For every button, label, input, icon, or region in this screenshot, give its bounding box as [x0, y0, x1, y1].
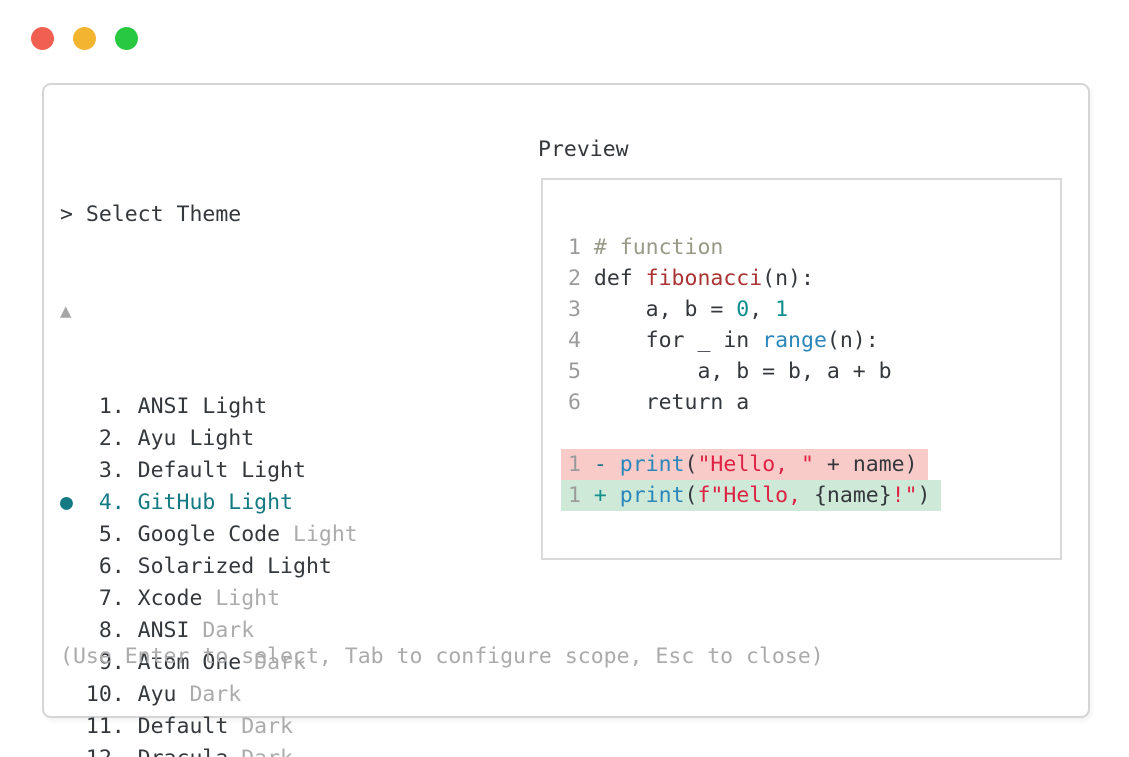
theme-item-github-light[interactable]: ● 4. GitHub Light — [60, 487, 358, 519]
theme-item-default-light[interactable]: 3. Default Light — [60, 455, 358, 487]
theme-item-variant-muted: Light — [202, 586, 281, 611]
theme-item-number: 12. — [86, 746, 138, 757]
theme-item-variant-muted: Dark — [189, 618, 255, 643]
code-line: 2 def fibonacci(n): — [568, 266, 814, 291]
theme-item-name: Default — [137, 714, 229, 739]
diff-line-removed: 1 - print("Hello, " + name) — [561, 449, 928, 480]
theme-item-number: 9. — [85, 650, 138, 675]
preview-box: 1 # function 2 def fibonacci(n): 3 a, b = … — [541, 178, 1062, 560]
theme-item-number: 5. — [85, 522, 138, 547]
theme-item-name: GitHub Light — [137, 490, 294, 515]
theme-item-name: Atom One — [137, 650, 242, 675]
theme-item-solarized-light[interactable]: 6. Solarized Light — [60, 551, 358, 583]
bullet-spacer — [60, 618, 86, 643]
code-line: 4 for _ in range(n): — [568, 328, 879, 353]
theme-item-variant-muted: Dark — [241, 650, 306, 675]
code-line: 6 return a — [568, 390, 750, 415]
theme-picker-window: > Select Theme ▲ 1. ANSI Light 2. Ayu Li… — [42, 83, 1090, 757]
theme-item-xcode[interactable]: 7. Xcode Light — [60, 583, 358, 615]
theme-item-variant-muted: Dark — [228, 746, 293, 757]
footer-hint: (Use Enter to select, Tab to configure s… — [60, 644, 824, 669]
theme-item-variant-muted: Dark — [176, 682, 242, 707]
theme-item-name: ANSI Light — [137, 394, 268, 419]
theme-item-number: 10. — [85, 682, 138, 707]
bullet-spacer — [60, 426, 86, 451]
code-line: 3 a, b = 0, 1 — [568, 297, 789, 322]
bullet-spacer — [60, 554, 86, 579]
minimize-button-icon[interactable] — [73, 27, 96, 50]
theme-item-variant-muted: Light — [280, 522, 358, 547]
theme-item-name: Google Code — [137, 522, 281, 547]
theme-item-number: 8. — [85, 618, 138, 643]
bullet-spacer — [60, 714, 86, 739]
preview-title: Preview — [538, 137, 629, 162]
theme-item-name: Ayu Light — [137, 426, 255, 451]
theme-item-number: 1. — [85, 394, 138, 419]
theme-item-number: 6. — [85, 554, 138, 579]
theme-item-name: Default Light — [137, 458, 306, 483]
theme-item-name: Solarized Light — [137, 554, 332, 579]
theme-item-name: Xcode — [137, 586, 203, 611]
theme-list: 1. ANSI Light 2. Ayu Light 3. Default Li… — [60, 391, 358, 757]
theme-picker-panel: > Select Theme ▲ 1. ANSI Light 2. Ayu Li… — [60, 135, 358, 757]
bullet-spacer — [60, 458, 86, 483]
scroll-up-arrow-icon[interactable]: ▲ — [60, 300, 72, 322]
theme-item-name: Dracula — [138, 746, 229, 757]
theme-item-number: 2. — [85, 426, 138, 451]
selected-bullet-icon: ● — [60, 490, 86, 515]
theme-item-ansi[interactable]: 8. ANSI Dark — [60, 615, 358, 647]
bullet-spacer — [60, 682, 86, 707]
theme-item-name: Ayu — [137, 682, 177, 707]
window-controls — [31, 27, 138, 50]
code-line — [568, 418, 941, 449]
close-button-icon[interactable] — [31, 27, 54, 50]
code-preview: 1 # function 2 def fibonacci(n): 3 a, b = … — [561, 232, 941, 511]
zoom-button-icon[interactable] — [115, 27, 138, 50]
theme-item-number: 7. — [85, 586, 138, 611]
theme-item-default[interactable]: 11. Default Dark — [60, 711, 358, 743]
theme-item-number: 3. — [85, 458, 138, 483]
theme-item-number: 4. — [85, 490, 138, 515]
bullet-spacer — [60, 746, 86, 757]
picker-prompt: > Select Theme — [60, 202, 242, 227]
theme-item-ayu-light[interactable]: 2. Ayu Light — [60, 423, 358, 455]
bullet-spacer — [60, 522, 86, 547]
bullet-spacer — [60, 586, 86, 611]
bullet-spacer — [60, 394, 86, 419]
theme-item-google-code[interactable]: 5. Google Code Light — [60, 519, 358, 551]
theme-item-name: ANSI — [137, 618, 190, 643]
theme-item-ansi-light[interactable]: 1. ANSI Light — [60, 391, 358, 423]
theme-item-ayu[interactable]: 10. Ayu Dark — [60, 679, 358, 711]
diff-line-added: 1 + print(f"Hello, {name}!") — [561, 480, 941, 511]
theme-item-variant-muted: Dark — [228, 714, 294, 739]
code-line: 5 a, b = b, a + b — [568, 359, 892, 384]
code-line: 1 # function — [568, 235, 724, 260]
theme-item-dracula[interactable]: 12. Dracula Dark — [60, 743, 358, 757]
theme-item-atom-one[interactable]: 9. Atom One Dark — [60, 647, 358, 679]
theme-item-number: 11. — [85, 714, 138, 739]
